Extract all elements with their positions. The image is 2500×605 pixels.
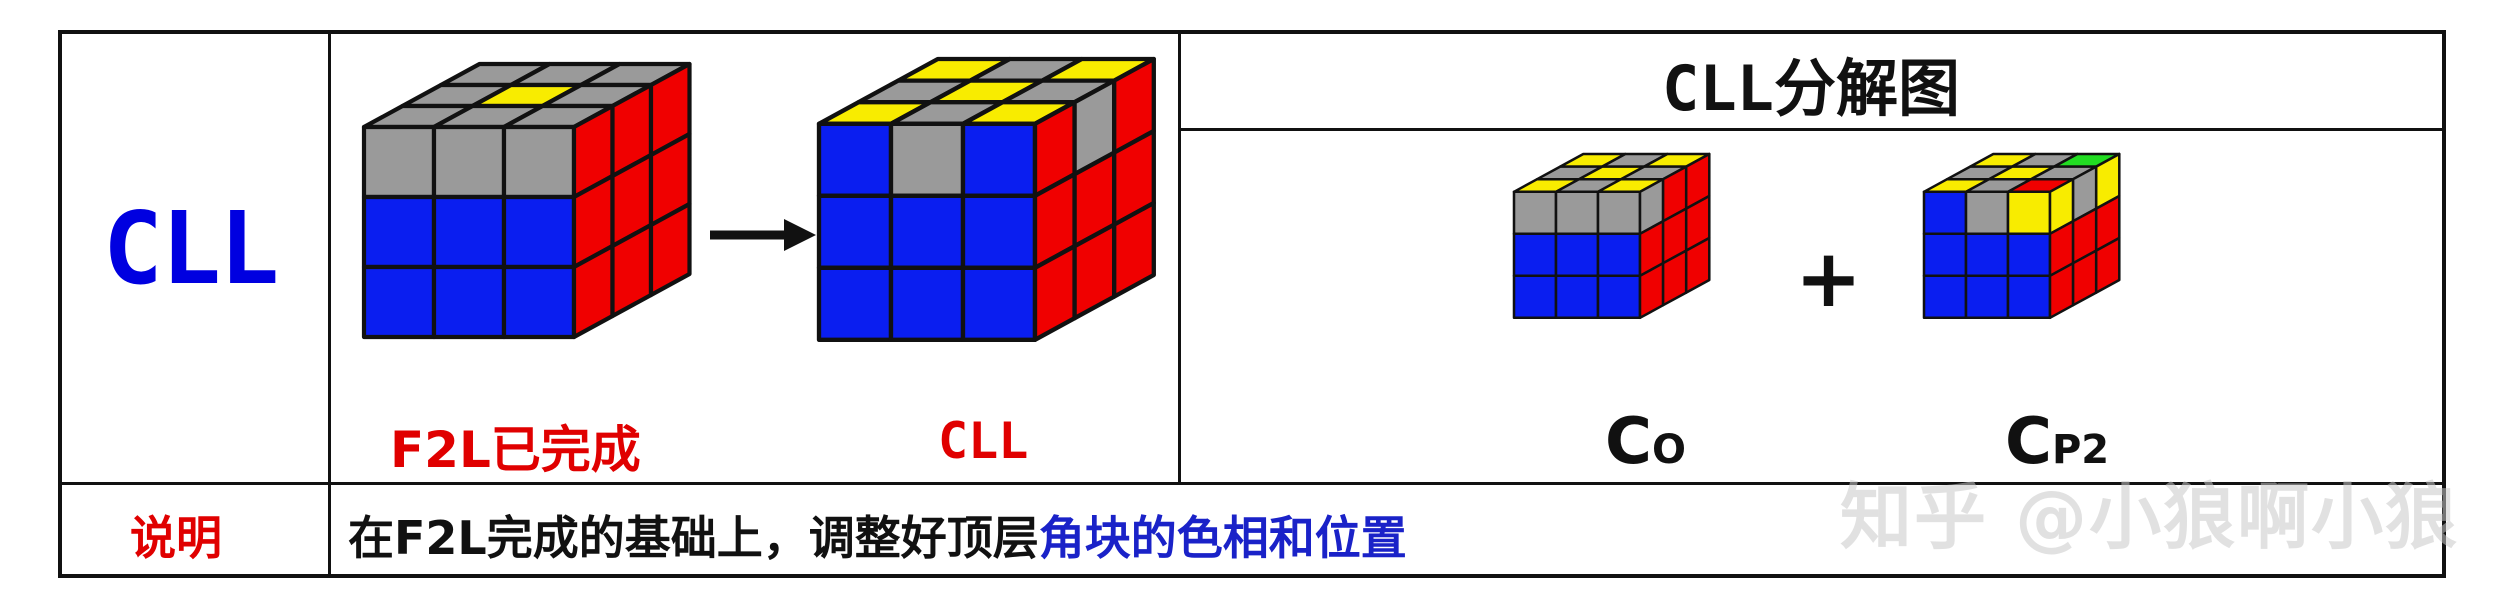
front-sticker <box>431 264 507 340</box>
front-sticker <box>816 193 894 270</box>
note-text-black: 在F2L完成的基础上，调整好顶层 <box>348 511 1039 565</box>
front-sticker <box>816 265 894 342</box>
label-f2l-done: F2L已完成 <box>390 421 641 479</box>
front-sticker <box>816 121 894 198</box>
label-cp2: CP2 <box>2005 405 2109 479</box>
divider-col1 <box>328 30 331 578</box>
front-sticker <box>1964 190 2010 236</box>
divider-note-row <box>58 482 2446 485</box>
front-sticker <box>1554 232 1600 278</box>
front-sticker <box>1964 232 2010 278</box>
front-sticker <box>960 265 1038 342</box>
front-sticker <box>1554 190 1600 236</box>
cube-cp2 <box>1922 152 2121 320</box>
front-sticker <box>1512 232 1558 278</box>
front-sticker <box>501 264 577 340</box>
front-sticker <box>1922 232 1968 278</box>
label-cp2-main: C <box>2005 405 2052 479</box>
arrow-right-icon <box>710 219 816 251</box>
label-co: CO <box>1605 405 1686 479</box>
plus-sign: + <box>1795 232 1863 325</box>
cube-co <box>1512 152 1711 320</box>
front-sticker <box>1964 274 2010 320</box>
front-sticker <box>431 194 507 270</box>
note-text: 在F2L完成的基础上，调整好顶层角块的色相和位置 <box>348 502 1407 568</box>
note-text-blue: 角块的色相和位置 <box>1038 511 1407 565</box>
table-frame <box>58 30 2446 578</box>
front-sticker <box>2006 232 2052 278</box>
front-sticker <box>431 124 507 200</box>
note-label: 说明 <box>130 511 222 565</box>
front-sticker <box>888 265 966 342</box>
divider-col2 <box>1178 30 1181 485</box>
front-sticker <box>888 193 966 270</box>
front-sticker <box>361 264 437 340</box>
right-sticker <box>1112 200 1156 299</box>
front-sticker <box>2006 274 2052 320</box>
divider-header <box>1178 128 2446 131</box>
front-sticker <box>960 193 1038 270</box>
decomposition-header: CLL分解图 <box>1662 52 1960 125</box>
front-sticker <box>960 121 1038 198</box>
watermark: 知乎 @小狼啊小狼 <box>1840 475 2460 559</box>
front-sticker <box>501 124 577 200</box>
front-sticker <box>1596 274 1642 320</box>
front-sticker <box>1922 190 1968 236</box>
cube-cll-solved <box>816 56 1156 342</box>
right-sticker <box>1684 236 1711 294</box>
front-sticker <box>1596 232 1642 278</box>
right-sticker <box>2094 236 2121 294</box>
front-sticker <box>1512 190 1558 236</box>
front-sticker <box>501 194 577 270</box>
front-sticker <box>1922 274 1968 320</box>
label-co-sub: O <box>1651 427 1686 473</box>
front-sticker <box>361 194 437 270</box>
right-sticker <box>648 201 692 298</box>
cube-f2l-solved <box>361 61 692 340</box>
front-sticker <box>361 124 437 200</box>
label-cll: CLL <box>938 412 1029 470</box>
front-sticker <box>2006 190 2052 236</box>
front-sticker <box>1554 274 1600 320</box>
front-sticker <box>1512 274 1558 320</box>
row-title: CLL <box>102 190 280 307</box>
label-co-main: C <box>1605 405 1652 479</box>
front-sticker <box>1596 190 1642 236</box>
label-cp2-sub: P2 <box>2051 427 2110 473</box>
front-sticker <box>888 121 966 198</box>
